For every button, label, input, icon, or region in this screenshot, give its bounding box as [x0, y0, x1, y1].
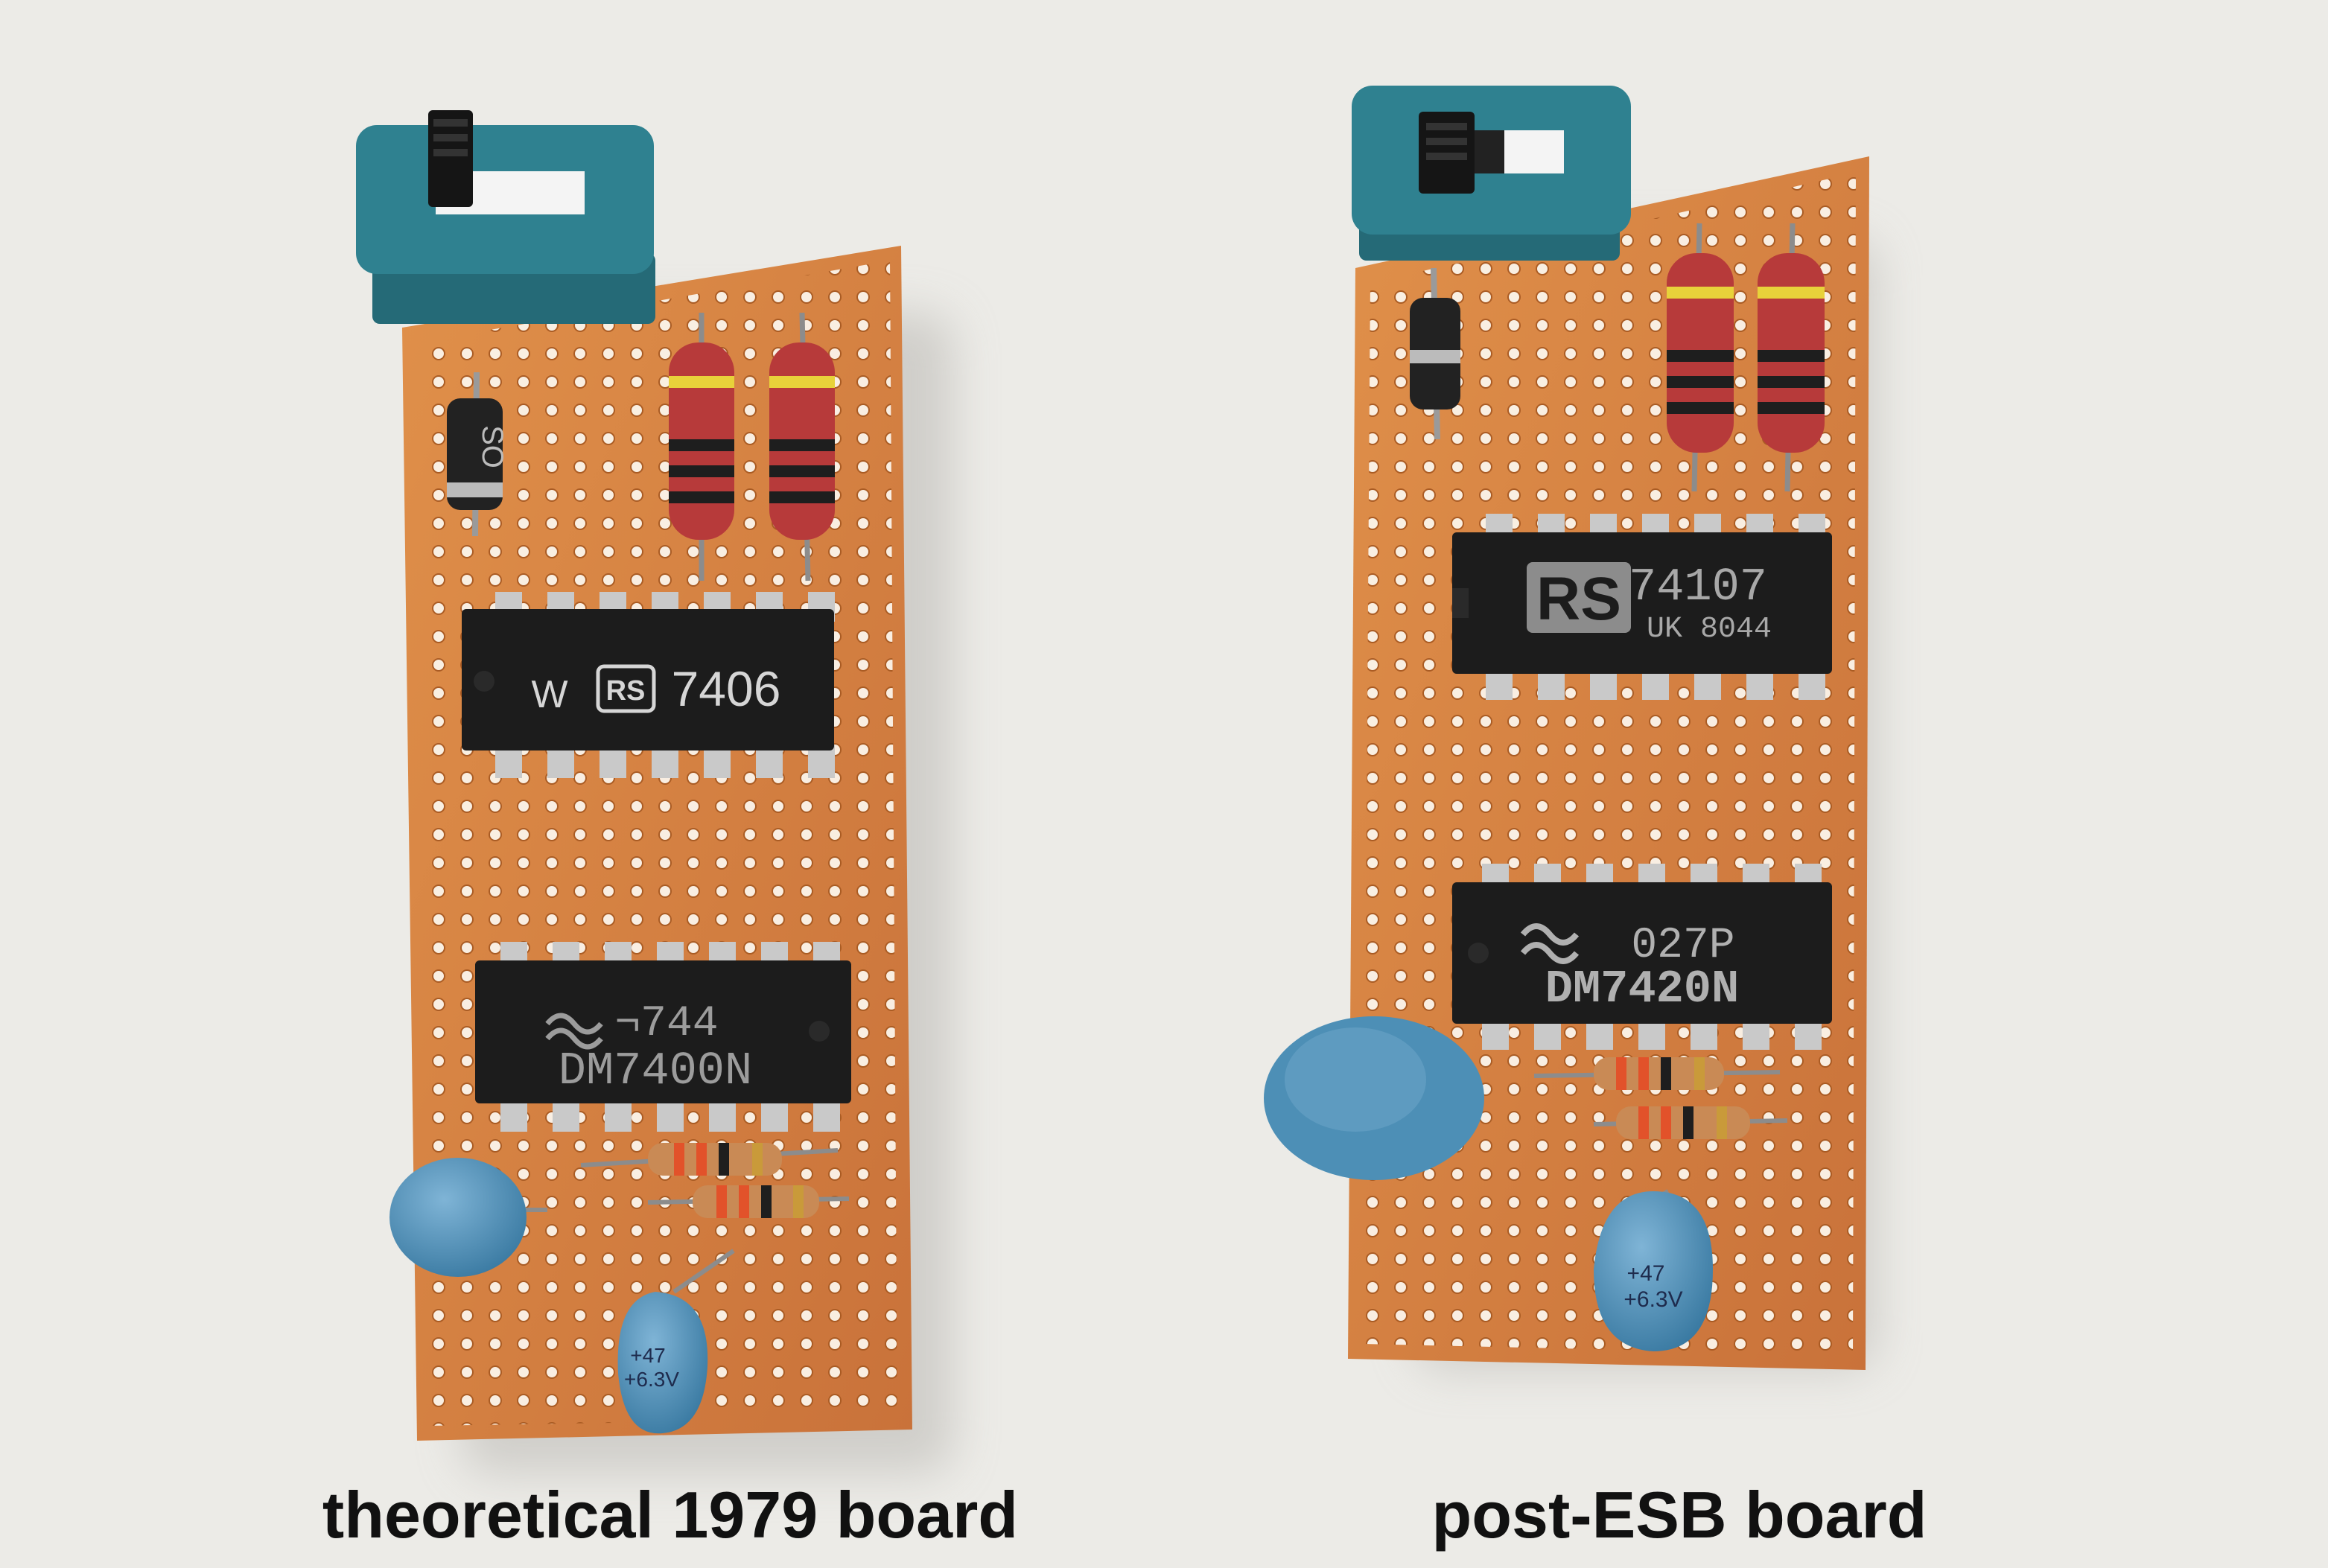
left-tantalum-capacitor: +47 +6.3V	[617, 1249, 735, 1434]
right-board-group: RS 74107 UK 8044 027P DM7420	[1264, 86, 1877, 1370]
left-switch	[356, 110, 655, 324]
right-small-resistor-1	[1533, 1057, 1781, 1090]
right-ic2-code: 027P	[1631, 922, 1734, 970]
right-tantalum-capacitor: +47 +6.3V	[1594, 1189, 1713, 1351]
left-diode: SO	[447, 372, 509, 537]
left-ic-dm7400n: ¬744 DM7400N	[475, 942, 851, 1132]
right-small-resistor-2	[1593, 1106, 1788, 1139]
right-cap-label-2: +6.3V	[1623, 1287, 1682, 1312]
national-semiconductor-logo-icon	[1520, 923, 1580, 964]
left-board-group: SO	[356, 110, 953, 1474]
right-cap-label-1: +47	[1627, 1261, 1665, 1286]
caption-post-esb-board: post-ESB board	[1431, 1478, 1927, 1552]
right-ic1-line2: UK 8044	[1647, 613, 1772, 646]
left-ic1-prefix: W	[531, 673, 567, 716]
right-ic-dm7420n: 027P DM7420N	[1452, 864, 1832, 1050]
right-ic1-logo: RS	[1536, 565, 1621, 633]
right-board-holes	[1363, 173, 1856, 1355]
left-ic2-part: DM7400N	[559, 1045, 752, 1097]
right-resistor-2	[1758, 223, 1825, 492]
left-ceramic-capacitor	[389, 1158, 547, 1277]
left-small-resistor-1	[580, 1143, 839, 1176]
left-resistor-2	[769, 312, 835, 581]
left-ic-7406: W RS 7406	[462, 592, 835, 778]
right-ic1-code: 74107	[1629, 561, 1767, 614]
left-ic1-logo: RS	[606, 675, 646, 707]
left-ic1-rs-logo-box	[596, 664, 656, 713]
right-switch	[1352, 86, 1631, 261]
left-cap-label-1: +47	[630, 1344, 666, 1367]
left-resistor-1	[669, 313, 734, 581]
left-ic2-code: ¬744	[614, 1000, 718, 1048]
right-diode	[1410, 267, 1460, 440]
right-ic1-rs-logo-box	[1527, 562, 1631, 633]
right-ic-74107: RS 74107 UK 8044	[1452, 514, 1832, 700]
right-ceramic-capacitor	[1264, 1016, 1484, 1180]
left-board-holes	[417, 261, 897, 1426]
left-ic1-code: 7406	[672, 661, 781, 716]
left-small-resistor-2	[647, 1185, 850, 1218]
left-cap-label-2: +6.3V	[624, 1368, 679, 1391]
left-diode-label: SO	[476, 425, 509, 468]
national-semiconductor-logo-icon	[545, 1013, 603, 1050]
right-resistor-1	[1667, 223, 1734, 492]
right-ic2-part: DM7420N	[1545, 963, 1739, 1016]
caption-theoretical-1979-board: theoretical 1979 board	[322, 1478, 1019, 1552]
